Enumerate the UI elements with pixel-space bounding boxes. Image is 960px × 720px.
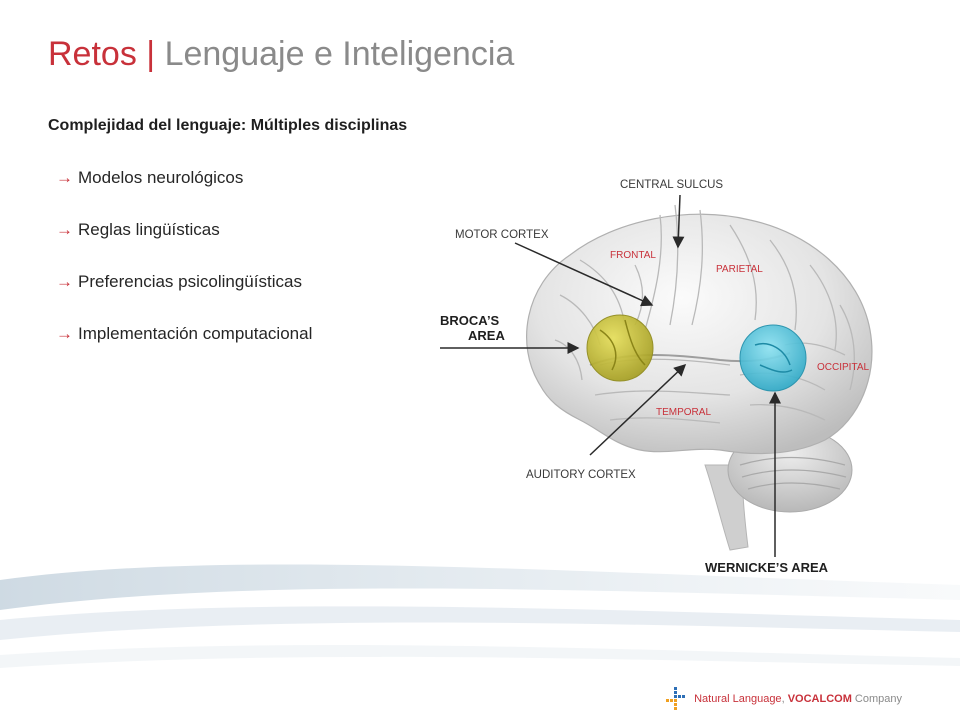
background-swoosh bbox=[0, 564, 960, 668]
label-parietal: PARIETAL bbox=[716, 264, 763, 275]
bullet-item: → Modelos neurológicos bbox=[56, 166, 312, 218]
central-sulcus-arrow bbox=[672, 194, 685, 249]
arrow-right-icon: → bbox=[56, 168, 73, 187]
label-frontal: FRONTAL bbox=[610, 250, 656, 261]
bullet-text: Implementación computacional bbox=[78, 324, 313, 343]
bullet-item: → Reglas lingüísticas bbox=[56, 218, 312, 270]
footer-company: Company bbox=[851, 693, 902, 705]
bullet-item: → Implementación computacional bbox=[56, 322, 312, 374]
title-separator: | bbox=[146, 35, 156, 73]
label-motor-cortex: MOTOR CORTEX bbox=[455, 229, 549, 241]
bullet-text: Modelos neurológicos bbox=[78, 168, 244, 187]
bullet-text: Reglas lingüísticas bbox=[78, 220, 220, 239]
arrow-right-icon: → bbox=[56, 220, 73, 239]
slide-subtitle: Complejidad del lenguaje: Múltiples disc… bbox=[48, 117, 408, 134]
cerebrum bbox=[526, 213, 873, 455]
bullet-item: → Preferencias psicolingüísticas bbox=[56, 270, 312, 322]
label-broca-line2: AREA bbox=[468, 328, 505, 343]
label-central-sulcus: CENTRAL SULCUS bbox=[620, 179, 723, 191]
company-logo-icon bbox=[666, 687, 686, 710]
footer-comma: , bbox=[781, 693, 788, 705]
bullet-list: → Modelos neurológicos → Reglas lingüíst… bbox=[56, 166, 312, 374]
label-temporal: TEMPORAL bbox=[656, 407, 711, 418]
footer: Natural Language , VOCALCOM Company bbox=[666, 687, 902, 711]
title-rest: Lenguaje e Inteligencia bbox=[164, 35, 515, 73]
footer-product: Natural Language bbox=[694, 693, 782, 705]
motor-cortex-arrow bbox=[514, 242, 654, 307]
wernicke-area-region bbox=[739, 324, 807, 392]
slide-title: Retos | Lenguaje e Inteligencia bbox=[48, 32, 514, 76]
broca-area-region bbox=[586, 314, 654, 382]
arrow-right-icon: → bbox=[56, 272, 73, 291]
brain-diagram: CENTRAL SULCUS MOTOR CORTEX FRONTAL PARI… bbox=[440, 179, 873, 575]
label-auditory-cortex: AUDITORY CORTEX bbox=[526, 469, 636, 481]
label-wernicke: WERNICKE’S AREA bbox=[705, 560, 829, 575]
bullet-text: Preferencias psicolingüísticas bbox=[78, 272, 302, 291]
label-broca-line1: BROCA’S bbox=[440, 313, 500, 328]
footer-brand: VOCALCOM bbox=[787, 693, 852, 705]
title-prefix: Retos bbox=[48, 35, 137, 73]
label-occipital: OCCIPITAL bbox=[817, 362, 869, 373]
arrow-right-icon: → bbox=[56, 324, 73, 343]
auditory-cortex-arrow bbox=[589, 363, 687, 456]
